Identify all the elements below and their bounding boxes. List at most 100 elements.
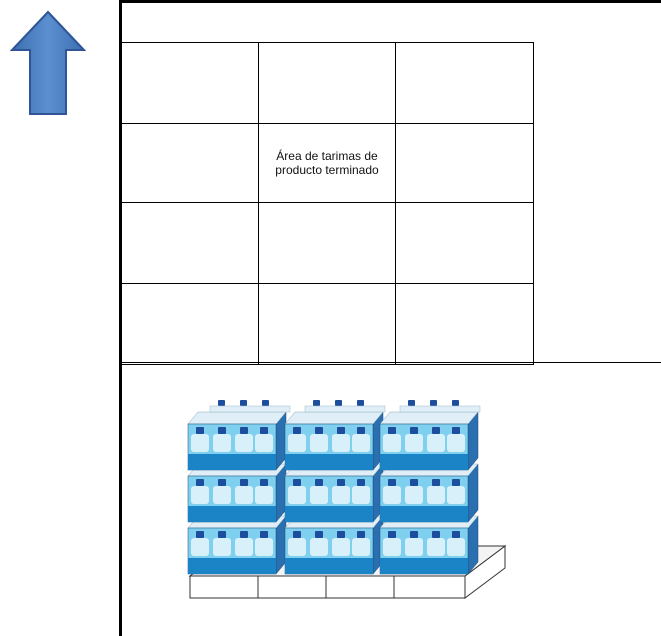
- jug-body: [332, 434, 350, 452]
- jug-cap: [315, 479, 323, 486]
- jug-body: [447, 486, 465, 504]
- jug-body: [405, 486, 423, 504]
- jug-cap: [293, 427, 301, 434]
- jug-body: [235, 486, 253, 504]
- jug-body: [288, 538, 306, 556]
- jug-cap: [260, 531, 268, 538]
- jug-cap-back: [408, 400, 415, 406]
- jug-cap: [432, 531, 440, 538]
- jug-cap: [410, 427, 418, 434]
- jug-pack-band: [380, 506, 468, 522]
- jug-cap: [432, 479, 440, 486]
- jug-body: [310, 486, 328, 504]
- jug-cap: [432, 427, 440, 434]
- jug-body: [288, 434, 306, 452]
- pallet-area-grid: Área de tarimas de producto terminado: [121, 42, 534, 364]
- jug-pack-band: [188, 506, 276, 522]
- grid-cell: [258, 43, 395, 124]
- jug-cap-back: [452, 400, 459, 406]
- divider-line: [121, 362, 661, 363]
- jug-cap: [388, 531, 396, 538]
- jug-body: [383, 486, 401, 504]
- jug-body: [310, 538, 328, 556]
- jug-body: [310, 434, 328, 452]
- jug-cap-back: [430, 400, 437, 406]
- jug-body: [213, 538, 231, 556]
- jug-cap: [337, 427, 345, 434]
- jug-cap: [218, 479, 226, 486]
- jug-cap: [452, 479, 460, 486]
- jug-cap-back: [262, 400, 269, 406]
- jug-cap: [357, 427, 365, 434]
- jug-cap: [452, 427, 460, 434]
- grid-cell: [395, 43, 534, 124]
- grid-cell: [395, 124, 534, 203]
- up-arrow-icon: [8, 8, 88, 118]
- jug-cap: [315, 531, 323, 538]
- jug-cap: [240, 531, 248, 538]
- jug-body: [427, 434, 445, 452]
- jug-body: [191, 486, 209, 504]
- jug-body: [405, 538, 423, 556]
- jug-cap: [388, 479, 396, 486]
- jug-body: [255, 486, 273, 504]
- jug-cap-back: [240, 400, 247, 406]
- jug-body: [352, 486, 370, 504]
- jug-body: [383, 434, 401, 452]
- jug-cap: [388, 427, 396, 434]
- jug-body: [427, 486, 445, 504]
- jug-pack-band: [285, 558, 373, 574]
- jug-body: [235, 434, 253, 452]
- jug-body: [213, 486, 231, 504]
- jug-pack-top: [285, 412, 383, 424]
- jug-cap: [218, 531, 226, 538]
- jug-cap: [196, 427, 204, 434]
- jug-body: [352, 434, 370, 452]
- jug-body: [191, 434, 209, 452]
- jug-pack-band: [380, 454, 468, 470]
- jug-body: [288, 486, 306, 504]
- jug-cap: [218, 427, 226, 434]
- jug-body: [332, 486, 350, 504]
- jug-cap: [260, 427, 268, 434]
- jug-body: [447, 538, 465, 556]
- jug-body: [383, 538, 401, 556]
- jug-pack-band: [380, 558, 468, 574]
- jug-cap-back: [218, 400, 225, 406]
- jug-body: [405, 434, 423, 452]
- jug-body: [191, 538, 209, 556]
- jug-cap: [196, 479, 204, 486]
- jug-cap: [293, 479, 301, 486]
- jug-pack-back: [400, 406, 480, 412]
- jug-body: [352, 538, 370, 556]
- jug-pack-top: [188, 412, 286, 424]
- jug-pack-band: [188, 558, 276, 574]
- jug-cap: [337, 479, 345, 486]
- grid-cell-labeled: Área de tarimas de producto terminado: [258, 124, 395, 203]
- jug-cap: [315, 427, 323, 434]
- jug-pack-back: [305, 406, 385, 412]
- jug-body: [427, 538, 445, 556]
- jug-cap: [293, 531, 301, 538]
- grid-cell: [395, 284, 534, 365]
- jug-body: [213, 434, 231, 452]
- jug-body: [255, 434, 273, 452]
- jug-cap: [260, 479, 268, 486]
- grid-cell: [258, 203, 395, 284]
- jug-cap: [196, 531, 204, 538]
- pallet-base: [190, 576, 465, 598]
- pallet-jugs-icon: [180, 378, 520, 608]
- jug-body: [235, 538, 253, 556]
- jug-cap-back: [335, 400, 342, 406]
- jug-body: [255, 538, 273, 556]
- jug-cap: [410, 479, 418, 486]
- jug-cap: [357, 531, 365, 538]
- jug-cap: [357, 479, 365, 486]
- jug-cap: [452, 531, 460, 538]
- jug-cap: [240, 427, 248, 434]
- grid-cell: [258, 284, 395, 365]
- jug-cap: [337, 531, 345, 538]
- jug-cap-back: [313, 400, 320, 406]
- jug-pack-band: [285, 454, 373, 470]
- grid-cell: [121, 124, 258, 203]
